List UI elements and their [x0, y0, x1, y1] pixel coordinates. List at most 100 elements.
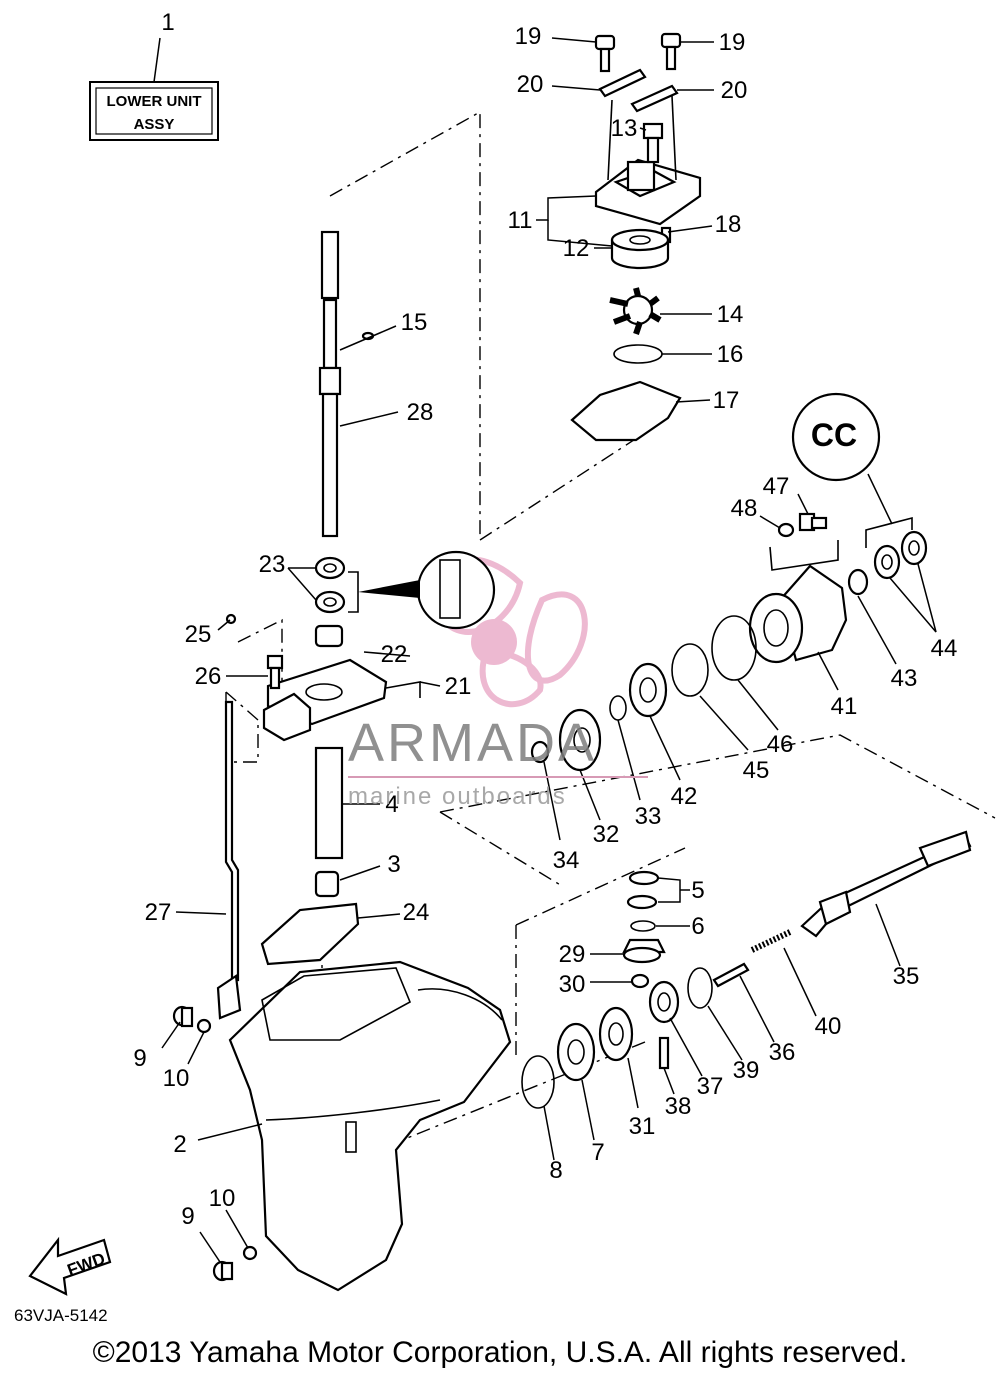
callout-23: 23: [259, 551, 286, 578]
callout-43: 43: [891, 665, 918, 692]
callout-8: 8: [549, 1157, 562, 1184]
callout-18: 18: [715, 211, 742, 238]
sleeve-4: [314, 746, 344, 860]
pump-housing-11: [594, 95, 702, 226]
gasket-10-lower: [242, 1245, 258, 1261]
callout-13: 13: [611, 115, 638, 142]
bolt-26: [266, 654, 284, 690]
bearing-42: [628, 662, 668, 718]
pinion-group: [622, 870, 666, 989]
plug-9-upper: [172, 1005, 194, 1028]
cover-41: [748, 564, 848, 664]
callout-45: 45: [743, 757, 770, 784]
callout-40: 40: [815, 1013, 842, 1040]
callout-9-lower: 9: [181, 1203, 194, 1230]
callout-24: 24: [403, 899, 430, 926]
callout-10-lower: 10: [209, 1185, 236, 1212]
gasket-10-upper: [196, 1018, 212, 1034]
bolt-47: [798, 512, 828, 532]
bushing-43: [847, 568, 869, 596]
washer-34: [530, 740, 550, 764]
grease-symbol-cc: CC: [791, 392, 893, 525]
impeller-14: [609, 287, 662, 335]
o-ring-16: [613, 344, 663, 364]
callout-33: 33: [635, 803, 662, 830]
callout-46: 46: [767, 731, 794, 758]
plate-20-left: [598, 68, 647, 98]
bearing-7: [556, 1022, 596, 1082]
callout-32: 32: [593, 821, 620, 848]
forward-gear-31: [598, 1006, 634, 1062]
callout-2: 2: [173, 1131, 186, 1158]
bearing-detail-inset: [348, 550, 496, 630]
callout-16: 16: [717, 341, 744, 368]
callout-44: 44: [931, 635, 958, 662]
watermark-brand: ARMADA: [348, 713, 598, 773]
bushing-3: [314, 870, 340, 898]
insert-cartridge-12: [610, 228, 670, 270]
callout-48: 48: [731, 495, 758, 522]
callout-22: 22: [381, 641, 408, 668]
leader-lines: [161, 37, 937, 1263]
callout-35: 35: [893, 963, 920, 990]
plate-20-right: [630, 84, 679, 113]
callout-labels: 1 19 19 20 20 13 11 12 18 14 16 17 15 2 8…: [133, 9, 957, 1230]
watermark-divider: [348, 776, 648, 778]
bolt-19-right: [660, 32, 682, 71]
callout-7: 7: [591, 1139, 604, 1166]
callout-6: 6: [691, 913, 704, 940]
bolt-bracket: [769, 540, 839, 571]
assembly-box: LOWER UNIT ASSY: [89, 37, 219, 141]
bearings-23: [314, 556, 346, 614]
plug-9-lower: [212, 1260, 234, 1282]
callout-4: 4: [385, 791, 398, 818]
callout-31: 31: [629, 1113, 656, 1140]
callout-20-left: 20: [517, 71, 544, 98]
outer-plate-17: [570, 380, 682, 442]
o-ring-46: [711, 615, 757, 681]
callout-17: 17: [713, 387, 740, 414]
propeller-shaft-35: [800, 830, 972, 938]
callout-1: 1: [161, 9, 174, 36]
callout-12: 12: [563, 235, 590, 262]
callout-20-right: 20: [721, 77, 748, 104]
housing-21: [262, 658, 421, 742]
shim-33: [609, 695, 627, 721]
cc-label: CC: [811, 417, 857, 453]
o-ring-45: [671, 643, 709, 697]
assembly-label-line1: LOWER UNIT: [107, 93, 202, 110]
diagram-code: 63VJA-5142: [14, 1306, 108, 1325]
spring-40: [750, 929, 792, 953]
assembly-label-line2: ASSY: [134, 116, 175, 133]
callout-19-right: 19: [719, 29, 746, 56]
callout-15: 15: [401, 309, 428, 336]
bolt-19-left: [594, 34, 616, 73]
bolt-13: [642, 122, 664, 164]
callout-34: 34: [553, 847, 580, 874]
gasket-24: [260, 902, 360, 966]
callout-39: 39: [733, 1057, 760, 1084]
callout-5: 5: [691, 877, 704, 904]
pin-38: [658, 1036, 670, 1070]
callout-25: 25: [185, 621, 212, 648]
callout-3: 3: [387, 851, 400, 878]
callout-47: 47: [763, 473, 790, 500]
shim-8: [521, 1055, 555, 1109]
callout-11: 11: [508, 207, 533, 234]
fwd-arrow-icon: FWD: [28, 1236, 112, 1296]
callout-30: 30: [559, 971, 586, 998]
callout-19-left: 19: [515, 23, 542, 50]
drive-shaft-28: [318, 230, 342, 538]
ring-39: [687, 967, 713, 1009]
pin-36: [712, 962, 750, 988]
lower-case-2: [228, 960, 512, 1292]
callout-36: 36: [769, 1039, 796, 1066]
callout-14: 14: [717, 301, 744, 328]
callout-37: 37: [697, 1073, 724, 1100]
copyright-notice: ©2013 Yamaha Motor Corporation, U.S.A. A…: [92, 1336, 908, 1369]
callout-26: 26: [195, 663, 222, 690]
watermark-tagline: marine outboards: [348, 783, 567, 810]
callout-29: 29: [559, 941, 586, 968]
bushing-22: [314, 624, 344, 648]
